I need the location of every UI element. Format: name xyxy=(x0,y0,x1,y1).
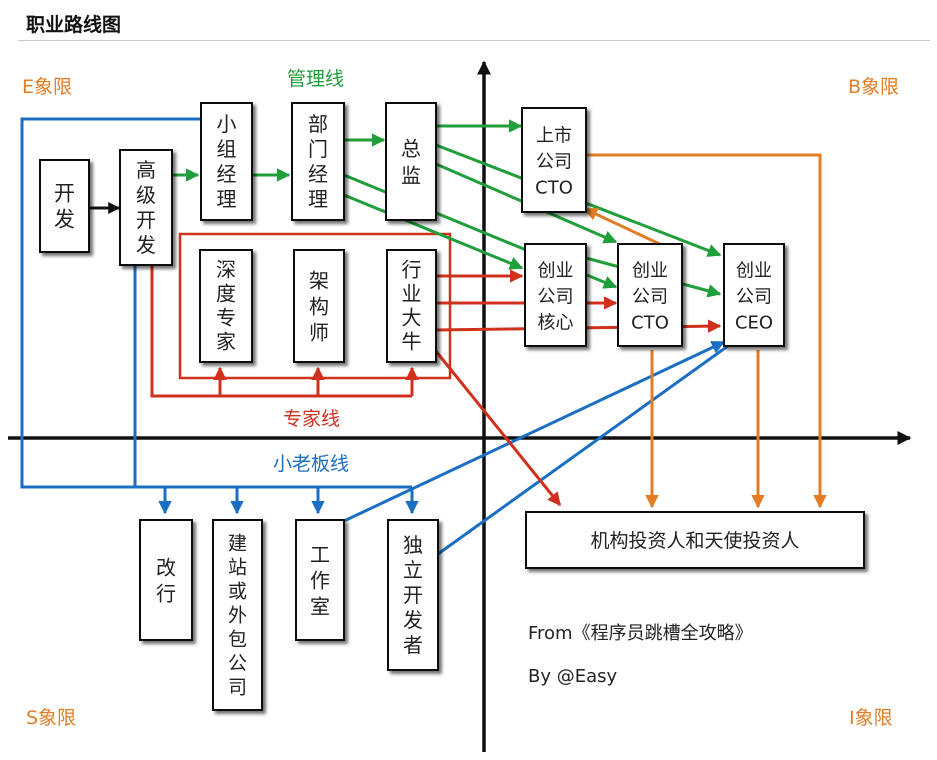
box-senior-dev-text-1: 级 xyxy=(136,183,156,207)
author-credit: By @Easy xyxy=(528,666,618,687)
source-credit: From《程序员跳槽全攻略》 xyxy=(528,623,753,644)
box-studio-text-2: 室 xyxy=(310,594,330,618)
box-team-manager-text-0: 小 xyxy=(217,112,237,136)
box-deep-expert-text-1: 度 xyxy=(216,282,236,306)
quadrant-i-label: I象限 xyxy=(849,707,893,729)
box-deep-expert-text-0: 深 xyxy=(216,258,236,282)
box-startup-core-text-2: 核心 xyxy=(538,312,574,333)
box-career-change: 改行 xyxy=(139,519,193,641)
box-team-manager-text-3: 理 xyxy=(217,187,237,211)
expert-line-label: 专家线 xyxy=(283,408,340,430)
box-startup-cto-text-0: 创业 xyxy=(632,260,668,281)
investor-label: 机构投资人和天使投资人 xyxy=(590,530,799,552)
box-industry-star-text-1: 业 xyxy=(402,282,422,306)
box-website-outsourcing-text-1: 站 xyxy=(228,557,247,579)
box-dept-manager-text-3: 理 xyxy=(308,187,328,211)
investor-box: 机构投资人和天使投资人 xyxy=(525,511,865,569)
box-team-manager-text-1: 组 xyxy=(217,137,237,161)
box-director-text-1: 监 xyxy=(401,164,421,188)
small-boss-line-label: 小老板线 xyxy=(273,453,349,475)
quadrant-s-label: S象限 xyxy=(26,707,76,729)
box-director-text-0: 总 xyxy=(401,137,421,161)
box-indie-dev-text-1: 立 xyxy=(403,558,423,582)
box-listed-cto-text-0: 上市 xyxy=(536,125,572,146)
box-director: 总监 xyxy=(385,102,437,221)
box-dev-text-1: 发 xyxy=(54,207,75,231)
box-career-change-text-1: 行 xyxy=(156,581,176,605)
box-studio: 工作室 xyxy=(295,519,345,641)
box-listed-cto-text-1: 公司 xyxy=(536,151,572,172)
box-startup-cto-text-1: 公司 xyxy=(632,286,668,307)
box-dept-manager-text-0: 部 xyxy=(308,112,328,136)
box-career-change-text-0: 改 xyxy=(156,555,176,579)
box-website-outsourcing-text-4: 包 xyxy=(228,629,247,651)
title-divider xyxy=(18,40,930,41)
box-website-outsourcing-text-6: 司 xyxy=(228,677,247,699)
box-senior-dev-text-3: 发 xyxy=(136,233,156,257)
box-architect-text-0: 架 xyxy=(309,268,329,292)
box-industry-star-text-0: 行 xyxy=(402,258,422,282)
box-senior-dev-text-2: 开 xyxy=(136,208,156,232)
quadrant-b-label: B象限 xyxy=(848,76,899,98)
axes xyxy=(8,60,912,752)
box-industry-star-text-2: 大 xyxy=(402,306,422,330)
box-dept-manager-text-1: 门 xyxy=(308,137,328,161)
box-studio-text-1: 作 xyxy=(310,568,330,592)
box-senior-dev-text-0: 高 xyxy=(136,158,156,182)
box-deep-expert-text-2: 专 xyxy=(216,306,236,330)
box-dept-manager-text-2: 经 xyxy=(308,162,328,186)
investor-paths xyxy=(583,153,827,509)
box-indie-dev-text-2: 开 xyxy=(403,583,423,607)
box-architect-text-2: 师 xyxy=(309,320,329,344)
box-industry-star-text-3: 牛 xyxy=(402,330,422,354)
quadrant-e-label: E象限 xyxy=(22,76,72,98)
box-website-outsourcing-text-5: 公 xyxy=(228,653,247,675)
management-line-label: 管理线 xyxy=(287,68,344,90)
box-startup-core-text-1: 公司 xyxy=(538,286,574,307)
box-startup-cto-text-2: CTO xyxy=(631,312,669,333)
box-architect: 架构师 xyxy=(293,249,345,363)
box-deep-expert-text-3: 家 xyxy=(216,330,236,354)
box-startup-ceo-text-1: 公司 xyxy=(736,286,772,307)
boxes: 开发高级开发小组经理部门经理总监上市公司CTO创业公司核心创业公司CTO创业公司… xyxy=(39,102,785,711)
box-dev: 开发 xyxy=(39,159,90,253)
box-listed-cto-text-2: CTO xyxy=(535,177,573,198)
small-boss-paths xyxy=(20,117,748,556)
box-website-outsourcing-text-2: 或 xyxy=(228,581,247,603)
box-startup-ceo-text-2: CEO xyxy=(735,312,773,333)
box-indie-dev-text-3: 发 xyxy=(403,608,423,632)
page-title: 职业路线图 xyxy=(26,14,122,36)
box-team-manager-text-2: 经 xyxy=(217,162,237,186)
box-startup-core-text-0: 创业 xyxy=(538,260,574,281)
box-indie-dev-text-0: 独 xyxy=(403,533,423,557)
box-startup-ceo-text-0: 创业 xyxy=(736,260,772,281)
box-architect-text-1: 构 xyxy=(309,294,329,318)
box-website-outsourcing-text-3: 外 xyxy=(228,605,247,627)
box-website-outsourcing-text-0: 建 xyxy=(228,533,247,555)
quadrant-labels: E象限 B象限 S象限 I象限 xyxy=(22,76,899,729)
box-studio-text-0: 工 xyxy=(310,542,330,566)
box-dev-text-0: 开 xyxy=(54,181,75,205)
box-indie-dev-text-4: 者 xyxy=(403,633,423,657)
